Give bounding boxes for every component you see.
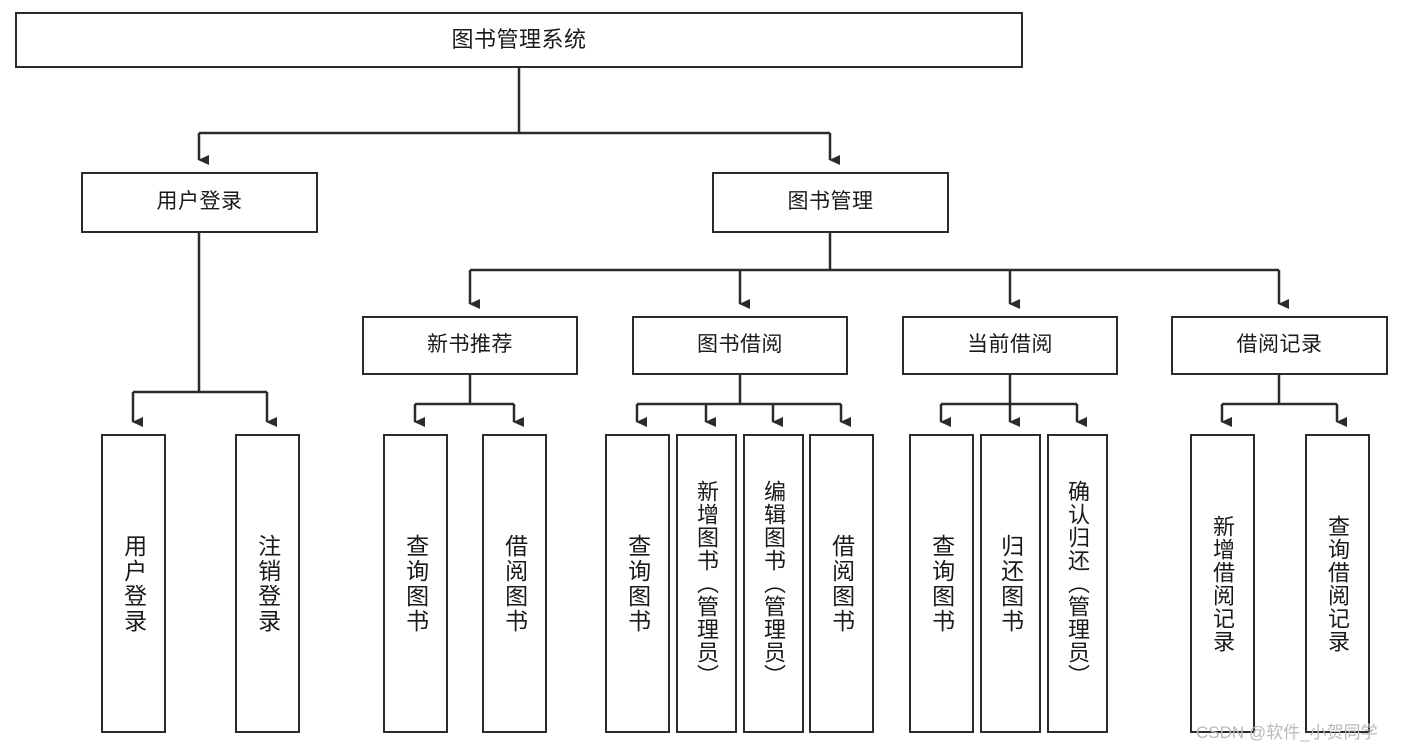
node-label: 借阅图书 — [501, 533, 528, 634]
leaf-search-book-recommend[interactable]: 查询图书 — [383, 434, 448, 733]
node-current-borrow[interactable]: 当前借阅 — [902, 316, 1118, 375]
node-label: 新增借阅记录 — [1210, 514, 1236, 653]
leaf-search-borrow-record[interactable]: 查询借阅记录 — [1305, 434, 1370, 733]
node-label: 查询图书 — [928, 533, 955, 634]
leaf-search-book-borrow[interactable]: 查询图书 — [605, 434, 670, 733]
node-root-book-management-system[interactable]: 图书管理系统 — [15, 12, 1023, 68]
leaf-confirm-return-admin[interactable]: 确认归还（管理员） — [1047, 434, 1108, 733]
leaf-borrow-book-recommend[interactable]: 借阅图书 — [482, 434, 547, 733]
node-label: 新书推荐 — [427, 333, 513, 357]
node-label: 图书借阅 — [697, 333, 783, 357]
node-label: 用户登录 — [120, 533, 147, 634]
leaf-borrow-book[interactable]: 借阅图书 — [809, 434, 874, 733]
node-new-book-recommend[interactable]: 新书推荐 — [362, 316, 578, 375]
leaf-return-book[interactable]: 归还图书 — [980, 434, 1041, 733]
node-label: 用户登录 — [156, 190, 243, 214]
csdn-watermark: CSDN @软件_小贺同学 — [1196, 723, 1378, 742]
node-label: 借阅图书 — [828, 533, 855, 634]
node-label: 借阅记录 — [1236, 333, 1323, 357]
node-label: 图书管理 — [787, 190, 874, 214]
node-label: 查询图书 — [624, 533, 651, 634]
node-label: 归还图书 — [997, 533, 1024, 634]
node-label: 查询图书 — [402, 533, 429, 634]
node-label: 新增图书（管理员） — [694, 480, 720, 687]
node-label: 编辑图书（管理员） — [761, 480, 787, 687]
node-book-borrow[interactable]: 图书借阅 — [632, 316, 848, 375]
node-label: 注销登录 — [254, 533, 281, 634]
node-label: 当前借阅 — [967, 333, 1053, 357]
leaf-edit-book-admin[interactable]: 编辑图书（管理员） — [743, 434, 804, 733]
node-book-management[interactable]: 图书管理 — [712, 172, 949, 233]
leaf-search-book-current[interactable]: 查询图书 — [909, 434, 974, 733]
node-label: 查询借阅记录 — [1325, 514, 1351, 653]
node-label: 确认归还（管理员） — [1065, 480, 1091, 687]
node-user-login[interactable]: 用户登录 — [81, 172, 318, 233]
node-label: 图书管理系统 — [451, 27, 587, 53]
leaf-user-logout[interactable]: 注销登录 — [235, 434, 300, 733]
node-borrow-record[interactable]: 借阅记录 — [1171, 316, 1388, 375]
leaf-add-borrow-record[interactable]: 新增借阅记录 — [1190, 434, 1255, 733]
leaf-user-login[interactable]: 用户登录 — [101, 434, 166, 733]
leaf-add-book-admin[interactable]: 新增图书（管理员） — [676, 434, 737, 733]
